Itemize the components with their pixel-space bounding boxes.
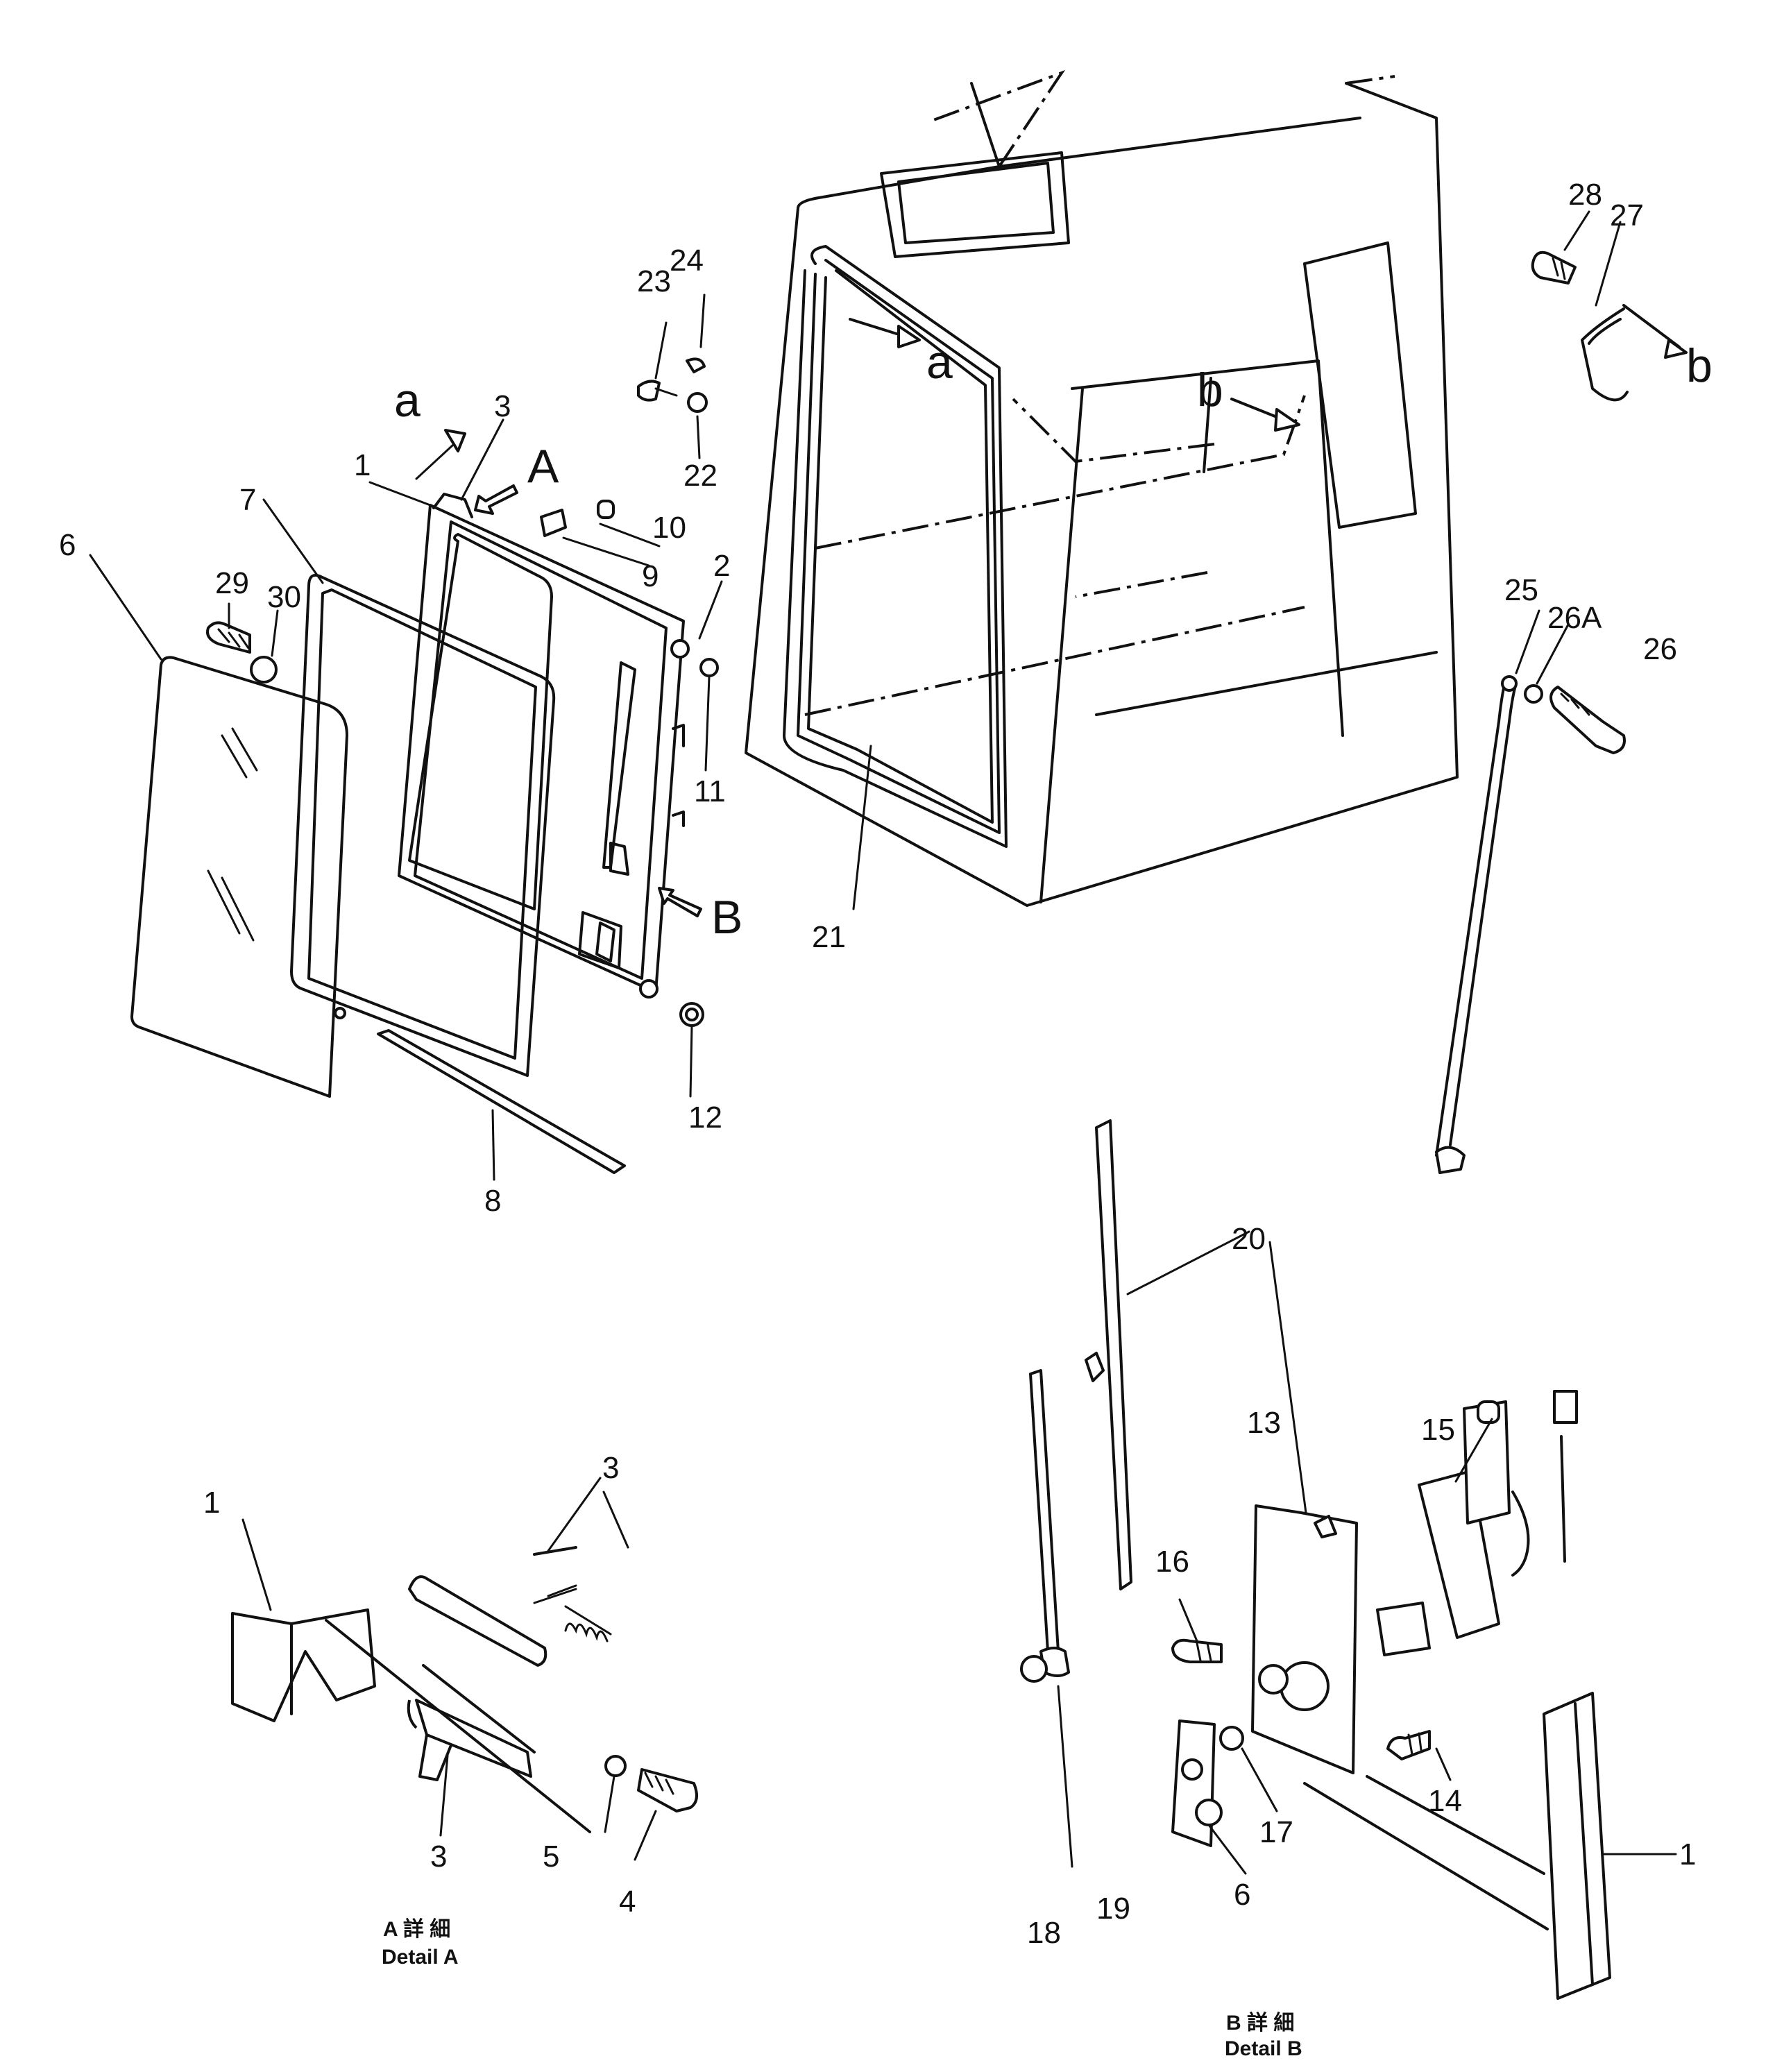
label-14: 14 xyxy=(1428,1784,1462,1818)
door-seal xyxy=(290,574,556,1077)
wiper-motor xyxy=(1376,1390,1578,1656)
pillar xyxy=(1543,1692,1611,2000)
label-26A: 26A xyxy=(1547,601,1602,635)
detail-b-jp: B 詳 細 xyxy=(1226,2011,1294,2035)
label-16: 16 xyxy=(1155,1545,1189,1579)
label-4: 4 xyxy=(619,1885,636,1919)
label-26: 26 xyxy=(1643,632,1677,666)
label-1b: 1 xyxy=(1679,1837,1696,1871)
ref-a-cab: a xyxy=(926,336,953,389)
reference-letters: a a b b A B xyxy=(394,336,1713,944)
label-1: 1 xyxy=(354,448,371,482)
seal-strip xyxy=(377,1029,626,1174)
ref-a-door: a xyxy=(394,374,421,427)
label-23: 23 xyxy=(637,264,671,298)
label-13: 13 xyxy=(1247,1406,1281,1440)
label-7: 7 xyxy=(239,483,256,517)
label-3c: 3 xyxy=(430,1840,447,1874)
label-22: 22 xyxy=(683,459,717,493)
ref-b-hook: b xyxy=(1686,339,1713,392)
label-28: 28 xyxy=(1568,178,1602,212)
ref-A: A xyxy=(527,440,559,493)
label-27: 27 xyxy=(1610,198,1644,232)
label-10: 10 xyxy=(652,511,686,545)
detail-b-en: Detail B xyxy=(1225,2037,1302,2060)
hook xyxy=(1531,250,1629,402)
cab-body xyxy=(745,70,1459,907)
small-parts-upper xyxy=(206,357,719,1027)
ref-b-cab: b xyxy=(1197,364,1223,416)
door-frame xyxy=(398,493,690,999)
label-6: 6 xyxy=(59,528,76,562)
label-20: 20 xyxy=(1232,1222,1266,1256)
label-18: 18 xyxy=(1027,1916,1061,1950)
label-2: 2 xyxy=(713,549,730,583)
label-21: 21 xyxy=(812,920,846,954)
detail-a-en: Detail A xyxy=(382,1946,459,1969)
label-6b: 6 xyxy=(1234,1878,1250,1912)
label-5: 5 xyxy=(543,1840,559,1874)
door-glass xyxy=(130,656,348,1098)
label-17: 17 xyxy=(1259,1815,1293,1849)
wiper-parts xyxy=(1020,1119,1132,1683)
label-8: 8 xyxy=(484,1184,501,1218)
label-1c: 1 xyxy=(203,1486,220,1520)
label-25: 25 xyxy=(1504,573,1538,607)
detail-captions: A 詳 細 Detail A B 詳 細 Detail B xyxy=(382,1917,1302,2060)
ref-B: B xyxy=(711,891,742,944)
part-number-labels: 1 2 3 6 7 8 9 10 11 12 21 22 23 24 25 26… xyxy=(59,178,1696,1950)
label-29: 29 xyxy=(215,566,249,600)
reference-arrows xyxy=(415,304,1688,917)
leader-lines xyxy=(89,210,1677,1930)
label-30: 30 xyxy=(267,580,301,614)
detail-a-jp: A 詳 細 xyxy=(383,1917,450,1941)
stay-rod xyxy=(1435,675,1626,1174)
label-24: 24 xyxy=(670,244,704,278)
label-19: 19 xyxy=(1096,1892,1130,1926)
label-15: 15 xyxy=(1421,1413,1455,1447)
label-11: 11 xyxy=(694,774,726,808)
label-3: 3 xyxy=(494,389,511,423)
label-12: 12 xyxy=(688,1101,722,1135)
label-3b: 3 xyxy=(602,1451,619,1485)
detail-a-latch xyxy=(231,1546,698,1833)
label-9: 9 xyxy=(642,559,659,593)
detail-b-bracket xyxy=(1171,1504,1431,1847)
